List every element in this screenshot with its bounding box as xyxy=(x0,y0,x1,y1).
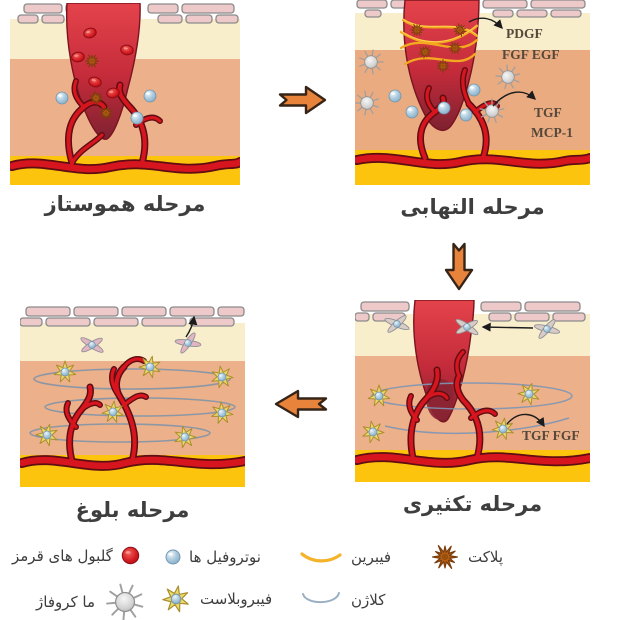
neutrophil-icon xyxy=(165,549,181,565)
fibroblast-icon xyxy=(160,584,192,614)
growth-factor-annotations: PDGF FGF EGF TGF MCP-1 xyxy=(468,17,573,140)
legend-item-platelet: پلاکت xyxy=(430,543,503,571)
flow-arrow-left-icon xyxy=(274,389,328,419)
legend-item-neutrophils: نوتروفیل ها xyxy=(165,548,261,566)
panel-proliferative: TGF FGF xyxy=(355,300,590,482)
flow-arrow-down-icon xyxy=(444,242,474,291)
legend-item-collagen: کلاژن xyxy=(299,590,385,609)
keratinocyte-migration-arrow xyxy=(481,322,534,332)
legend-label-red-blood-cells: گلبول های قرمز xyxy=(12,546,113,565)
legend-label-fibroblast: فیبروبلاست xyxy=(200,590,273,608)
panel-maturation xyxy=(20,306,245,487)
platelet-icon xyxy=(431,544,459,570)
legend-item-fibroblast: فیبروبلاست xyxy=(160,584,272,614)
tgf-fgf-label: TGF FGF xyxy=(522,428,580,443)
blood-vessels xyxy=(355,349,590,468)
keratinocyte-arrow xyxy=(185,315,198,338)
epidermis-bricks xyxy=(356,0,586,18)
red-blood-cell-icon xyxy=(121,546,139,565)
blood-vessels xyxy=(20,356,245,471)
epidermis-bricks xyxy=(20,306,245,327)
panel-inflammatory: PDGF FGF EGF TGF MCP-1 xyxy=(355,0,590,185)
legend-label-fibrin: فیبرین xyxy=(351,548,392,566)
legend-label-macrophage: ما کروفاژ xyxy=(36,593,96,611)
tgf-label: TGF xyxy=(534,105,562,120)
macrophage-icon xyxy=(103,582,148,620)
stage-label-maturation: مرحله بلوغ xyxy=(75,498,190,522)
pdgf-label: PDGF xyxy=(506,26,543,41)
collagen-icon xyxy=(302,592,340,604)
legend-item-red-blood-cells: گلبول های قرمز xyxy=(12,546,140,565)
blood-vessels xyxy=(10,78,240,175)
legend-item-macrophage: ما کروفاژ xyxy=(36,582,148,620)
legend-label-collagen: کلاژن xyxy=(351,590,386,609)
flow-arrow-right-icon xyxy=(278,85,327,115)
legend-item-fibrin: فیبرین xyxy=(299,548,391,566)
panel-hemostasis xyxy=(10,3,240,185)
stage-label-proliferative: مرحله تکثیری xyxy=(402,492,543,516)
epidermis-bricks xyxy=(355,301,586,322)
skin-layers xyxy=(20,323,245,487)
blood-vessels xyxy=(355,67,590,170)
legend-label-platelet: پلاکت xyxy=(468,548,503,566)
stage-label-hemostasis: مرحله هموستاز xyxy=(44,192,206,216)
legend-label-neutrophils: نوتروفیل ها xyxy=(189,548,261,566)
fgf-egf-label: FGF EGF xyxy=(502,47,560,62)
stage-label-inflammatory: مرحله التهابی xyxy=(400,195,545,219)
growth-factor-annotations: TGF FGF xyxy=(506,413,580,443)
fibrin-icon xyxy=(300,551,342,562)
mcp1-label: MCP-1 xyxy=(531,125,573,140)
